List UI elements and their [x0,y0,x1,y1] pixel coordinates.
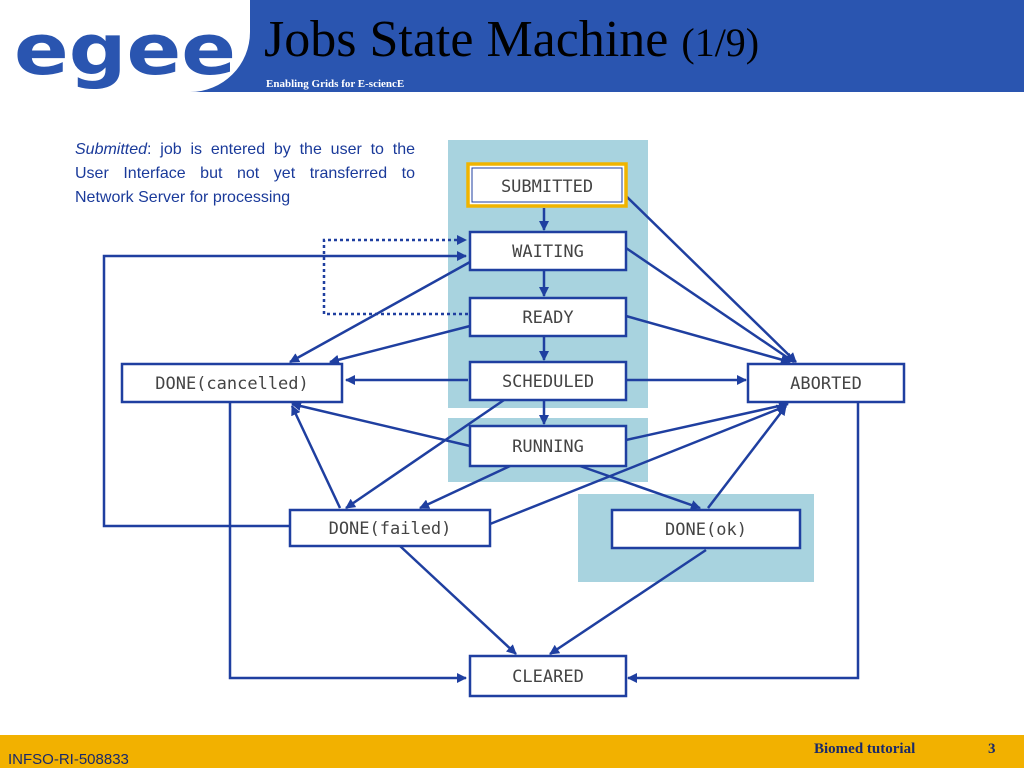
state-aborted-label: ABORTED [790,374,862,394]
arrow-running-failed [419,464,511,510]
arrow-ready-waiting-loop [322,235,468,316]
state-done-failed-label: DONE(failed) [329,519,452,539]
arrow-ok-aborted [707,405,787,509]
header-bar: egee Jobs State Machine (1/9) Enabling G… [0,0,1024,92]
state-done-cancelled: DONE(cancelled) [120,362,344,404]
state-description: Submitted: job is entered by the user to… [75,138,415,210]
arrow-scheduled-failed [345,398,505,510]
state-cleared-label: CLEARED [512,667,584,687]
arrow-waiting-aborted [625,246,795,364]
arrow-failed-cleared [399,545,517,655]
page-title: Jobs State Machine (1/9) [264,10,759,73]
state-cleared: CLEARED [468,654,628,698]
state-ready: READY [468,296,628,338]
state-submitted-label: SUBMITTED [501,177,593,197]
arrow-ok-cleared [549,548,707,656]
arrow-aborted-cleared [627,402,860,683]
footer-project-id: INFSO-RI-508833 [8,751,129,768]
arrow-ready-aborted [625,314,791,365]
footer-page-number: 3 [988,741,996,757]
arrow-running-cancelled [291,401,471,448]
state-scheduled-label: SCHEDULED [502,372,594,392]
state-scheduled: SCHEDULED [468,360,628,402]
header-tagline: Enabling Grids for E-sciencE [266,78,405,90]
state-waiting: WAITING [468,230,628,272]
state-submitted: SUBMITTED [466,162,628,208]
footer-bar: INFSO-RI-508833 Biomed tutorial 3 [0,735,1024,768]
state-done-failed: DONE(failed) [288,508,492,548]
page-title-suffix: (1/9) [681,20,760,65]
arrow-submitted-aborted [625,195,797,363]
arrow-cancelled-cleared [228,402,467,683]
page-title-text: Jobs State Machine [264,11,669,68]
description-term: Submitted [75,141,148,158]
state-done-ok-label: DONE(ok) [665,520,747,540]
arrow-running-aborted [625,401,789,442]
state-running: RUNNING [468,424,628,468]
state-running-label: RUNNING [512,437,584,457]
footer-presentation-title: Biomed tutorial [814,741,916,757]
state-ready-label: READY [522,308,573,328]
state-done-ok: DONE(ok) [610,508,802,550]
arrow-failed-cancelled [290,405,342,509]
state-done-cancelled-label: DONE(cancelled) [155,374,309,394]
arrow-failed-aborted [489,404,787,526]
arrow-failed-waiting [102,251,467,528]
state-aborted: ABORTED [746,362,906,404]
egee-logo: egee [0,0,250,92]
description-text: : job is entered by the user to the User… [75,141,415,206]
state-waiting-label: WAITING [512,242,584,262]
arrow-running-ok [579,464,701,510]
logo-text: egee [14,9,236,91]
arrow-waiting-cancelled [289,260,471,364]
arrow-ready-cancelled [329,324,471,365]
